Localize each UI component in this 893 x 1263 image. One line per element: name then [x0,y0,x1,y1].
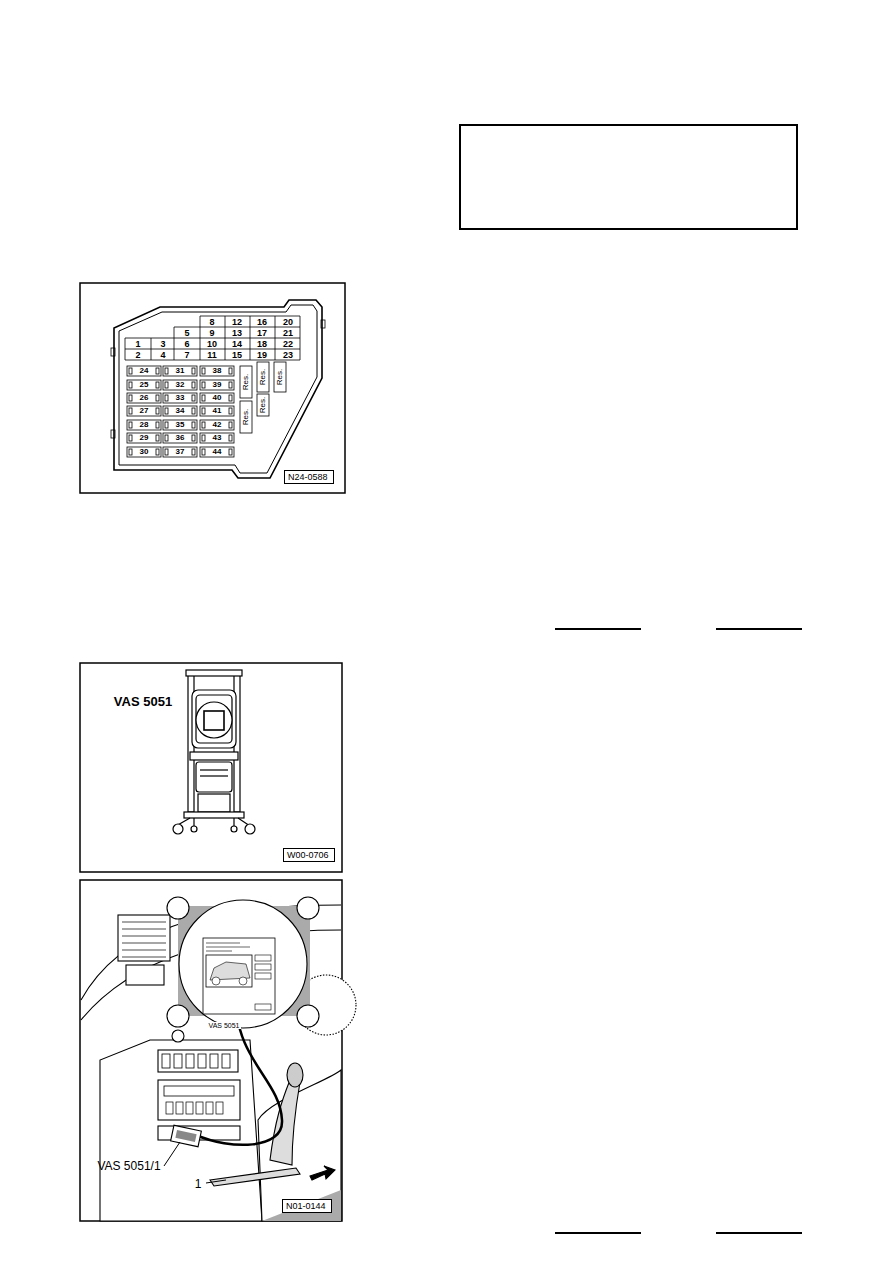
fuse-number: 25 [140,381,149,389]
fuse-number: 37 [176,448,185,456]
fuse-number: 1 [135,340,140,349]
fuse-number: 20 [283,318,293,327]
fuse-number: 13 [232,329,242,338]
fuse-box [111,300,325,478]
fuse-number: 31 [176,367,185,375]
fuse-number: 28 [140,421,149,429]
fuse-number: 18 [257,340,267,349]
fuse-number: 4 [160,351,165,360]
fuse-number: 16 [257,318,267,327]
fuse-number: 19 [257,351,267,360]
fuse-number: 6 [184,340,189,349]
fuse-number: 36 [176,434,185,442]
diagnostic-tester [173,670,255,834]
reserve-slot-label: Res. [242,409,250,425]
figure-code-box: W00-0706 [283,848,335,862]
fuse-number: 30 [140,448,149,456]
figure-frame [80,663,342,872]
fuse-number: 44 [213,448,222,456]
fuse-number: 39 [213,381,222,389]
adapter-name: VAS 5051/1 [97,1160,160,1172]
fuse-number: 40 [213,394,222,402]
fuse-number: 27 [140,407,149,415]
figure-code: N01-0144 [286,1201,326,1211]
fuse-number: 26 [140,394,149,402]
reserve-slot-label: Res. [259,369,267,385]
fuse-number: 11 [207,351,217,360]
fuse-number: 7 [184,351,189,360]
rule [555,628,641,630]
rule [716,1232,802,1234]
car-interior [81,897,356,1221]
fuse-number: 34 [176,407,185,415]
fuse-number: 10 [207,340,217,349]
figure-frame [80,880,342,1221]
fuse-number: 8 [209,318,214,327]
figure-code: N24-0588 [288,472,328,482]
fuse-number: 17 [257,329,267,338]
fuse-number: 43 [213,434,222,442]
fuse-number: 23 [283,351,293,360]
fuse-number: 41 [213,407,222,415]
fuse-number: 35 [176,421,185,429]
figure-code-box: N01-0144 [282,1199,332,1213]
figure-frame [80,283,345,493]
fuse-number: 12 [232,318,242,327]
fuse-number: 29 [140,434,149,442]
figure-code: W00-0706 [287,850,329,860]
rule [555,1232,641,1234]
callout-number: 1 [195,1178,202,1190]
fuse-number: 38 [213,367,222,375]
fuse-number: 2 [135,351,140,360]
fuse-number: 9 [209,329,214,338]
fuse-number: 33 [176,394,185,402]
fuse-number: 15 [232,351,242,360]
reserve-slot-label: Res. [276,369,284,385]
note-box [460,125,797,229]
fuse-number: 22 [283,340,293,349]
fuse-number: 24 [140,367,149,375]
fuse-number: 42 [213,421,222,429]
fuse-number: 5 [184,329,189,338]
reserve-slot-label: Res. [259,397,267,413]
fuse-number: 32 [176,381,185,389]
tester-name: VAS 5051 [114,695,172,708]
tester-name: VAS 5051 [207,1022,240,1029]
rule [716,628,802,630]
fuse-number: 21 [283,329,293,338]
figure-code-box: N24-0588 [284,470,334,484]
reserve-slot-label: Res. [242,374,250,390]
fuse-number: 3 [160,340,165,349]
fuse-number: 14 [232,340,242,349]
